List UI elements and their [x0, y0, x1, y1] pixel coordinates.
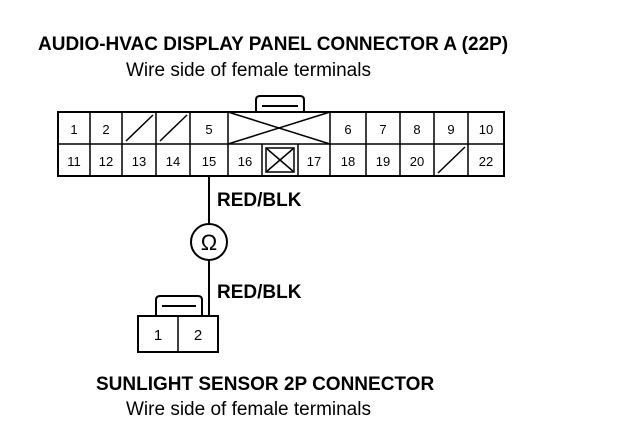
ohm-symbol: Ω	[201, 230, 217, 255]
pin-18: 18	[341, 154, 355, 169]
pin-8: 8	[413, 122, 420, 137]
bottom-connector-subtitle: Wire side of female terminals	[126, 399, 371, 420]
upper-wire-label: RED/BLK	[217, 190, 302, 211]
top-connector-latch	[255, 95, 305, 112]
pin-13: 13	[132, 154, 146, 169]
top-row1-cavity-x2	[227, 111, 331, 145]
pin-2: 2	[102, 122, 109, 137]
pin-14: 14	[166, 154, 180, 169]
bottom-pin-1: 1	[154, 327, 162, 344]
pin-16: 16	[238, 154, 252, 169]
top-connector-row1-dividers	[89, 112, 469, 144]
top-connector-subtitle: Wire side of female terminals	[126, 60, 371, 81]
bottom-connector-title: SUNLIGHT SENSOR 2P CONNECTOR	[96, 374, 434, 395]
top-row1-cell3-slash	[125, 114, 154, 142]
pin-12: 12	[99, 154, 113, 169]
top-connector-row2-dividers	[89, 144, 469, 176]
pin-1: 1	[70, 122, 77, 137]
pin-19: 19	[376, 154, 390, 169]
bottom-pin-2: 2	[194, 327, 202, 344]
top-connector-title: AUDIO-HVAC DISPLAY PANEL CONNECTOR A (22…	[38, 34, 508, 55]
pin-20: 20	[410, 154, 424, 169]
pin-17: 17	[307, 154, 321, 169]
top-row1-cell4-slash	[159, 114, 188, 142]
pin-22: 22	[479, 154, 493, 169]
top-row2-cell21-slash	[437, 146, 466, 174]
pin-5: 5	[205, 122, 212, 137]
pin-10: 10	[479, 122, 493, 137]
lower-wire-label: RED/BLK	[217, 282, 302, 303]
pin-11: 11	[67, 154, 81, 169]
pin-6: 6	[344, 122, 351, 137]
pin-7: 7	[379, 122, 386, 137]
pin-9: 9	[447, 122, 454, 137]
pin-15: 15	[202, 154, 216, 169]
top-row2-cavity-box	[265, 147, 295, 173]
top-row2-cavity-x2	[265, 147, 295, 173]
